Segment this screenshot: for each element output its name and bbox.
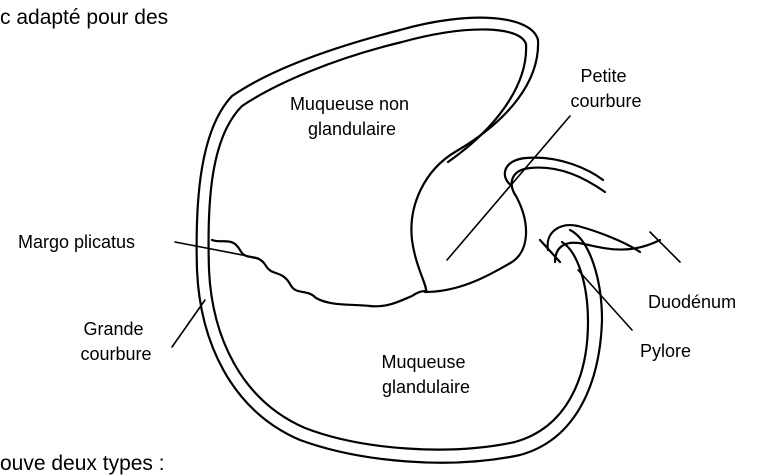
label-muqueuse-non-glandulaire: Muqueuse non glandulaire	[290, 94, 414, 139]
label-duodenum: Duodénum	[648, 292, 736, 312]
leader-duodenum	[650, 232, 680, 262]
label-pylore: Pylore	[640, 341, 691, 361]
duodenum-lower-tube	[548, 225, 640, 252]
label-muqueuse-glandulaire: Muqueuse glandulaire	[381, 352, 470, 397]
label-petite-courbure: Petite courbure	[570, 66, 641, 111]
label-grande-courbure: Grande courbure	[80, 319, 151, 364]
margo-plicatus-line	[212, 240, 428, 306]
leader-petite-courbure	[447, 116, 570, 260]
label-margo-plicatus: Margo plicatus	[18, 232, 135, 252]
pyloric-bulge	[411, 152, 526, 292]
leader-margo-plicatus	[175, 242, 258, 258]
leader-grande-courbure	[172, 300, 205, 347]
